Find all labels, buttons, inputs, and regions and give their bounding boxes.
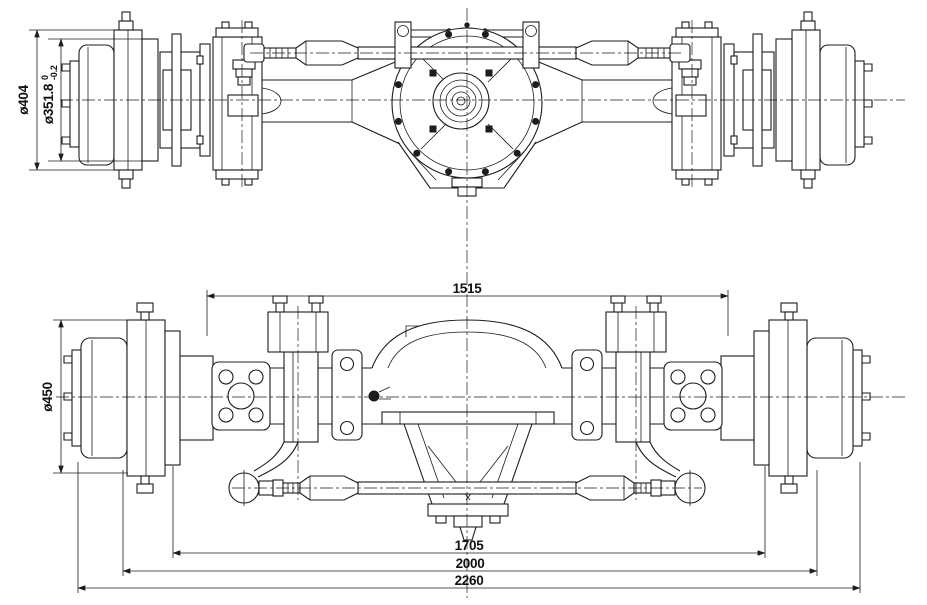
dim-tolerance-upper: 0	[40, 75, 50, 80]
breather-valve	[368, 386, 391, 402]
dim-label-450: ø450	[40, 382, 55, 412]
dim-label-3518: ø351.8	[41, 83, 56, 124]
centerlines	[56, 8, 905, 598]
dim-label-2260: 2260	[455, 573, 484, 588]
dim-label-1705: 1705	[455, 538, 485, 553]
dimension-overall-axle-width: 2260	[77, 462, 861, 593]
dimension-tie-rod-span: 1705	[172, 466, 766, 558]
dim-tolerance-lower: -0.2	[49, 65, 59, 80]
dimension-hub-outer-diameter: ø404	[16, 29, 118, 171]
dim-label-2000: 2000	[456, 556, 485, 571]
carrier-bracket	[381, 411, 555, 541]
dim-label-404: ø404	[16, 84, 31, 114]
dimension-hub-pilot-diameter: ø351.8 0 -0.2	[40, 38, 146, 162]
dimension-brake-mounting-span: 2000	[122, 470, 818, 576]
dim-label-1515: 1515	[453, 281, 483, 296]
dimension-spring-seat-span: 1515	[206, 281, 729, 336]
dimension-brake-drum-diameter: ø450	[40, 319, 128, 474]
